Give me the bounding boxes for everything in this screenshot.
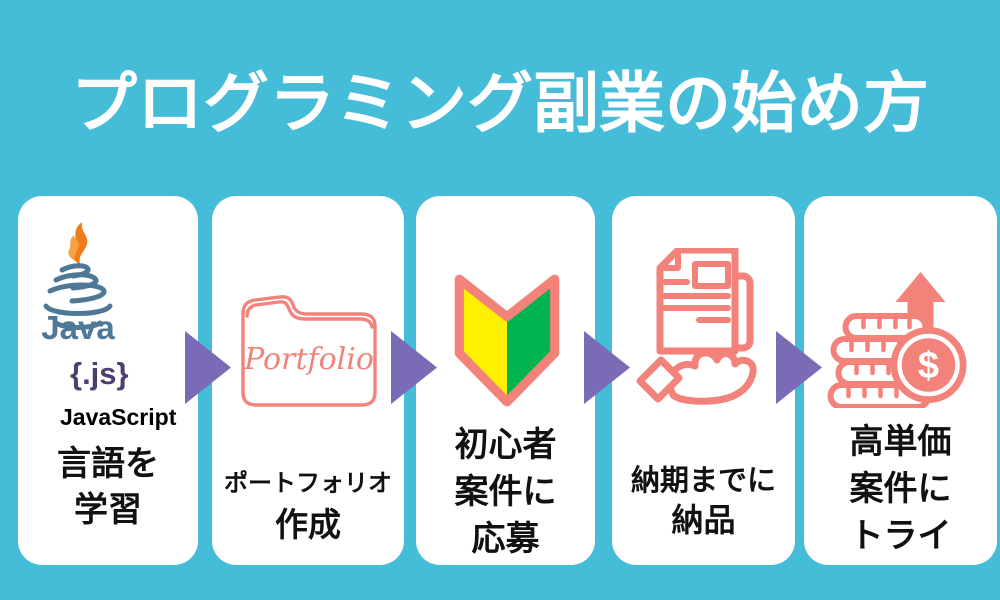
portfolio-folder-label: Portfolio (243, 342, 374, 377)
step-label-line: 納期までに (630, 465, 776, 497)
step-label: 言語を 学習 (18, 441, 198, 533)
step-label-line: 初心者 (454, 426, 557, 464)
step-card-deliver-by-deadline: 納期までに 納品 (612, 196, 795, 565)
hand-document-icon (636, 248, 757, 405)
dollar-symbol: $ (918, 345, 939, 387)
step-card-apply-beginner-jobs: 初心者 案件に 応募 (416, 196, 595, 565)
step-label-line: 納品 (671, 502, 736, 538)
step-label: 初心者 案件に 応募 (416, 422, 595, 563)
step-card-create-portfolio: Portfolio ポートフォリオ 作成 (212, 196, 404, 565)
step-card-learn-language: Java {.js} JavaScript 言語を 学習 (18, 196, 198, 565)
javascript-logo-icon: {.js} (70, 356, 129, 391)
coins-dollar-growth-icon: $ (827, 272, 967, 408)
step-label-line: 学習 (74, 491, 142, 529)
step-label-line: 応募 (471, 520, 540, 558)
beginner-mark-icon (454, 274, 560, 407)
step-label-line: 作成 (275, 506, 341, 543)
java-label: Java (41, 309, 115, 342)
step-card-try-high-price-jobs: $ 高単価 案件に トライ (804, 196, 997, 565)
portfolio-folder-icon: Portfolio (241, 295, 377, 407)
step-label-line: 案件に (454, 473, 557, 511)
java-logo-icon: Java (41, 222, 115, 342)
step-label-line: トライ (849, 517, 952, 555)
step-label-line: ポートフォリオ (224, 470, 392, 497)
step-label-line: 高単価 (849, 423, 952, 461)
step-label-line: 案件に (849, 470, 952, 508)
step-label-line: 言語を (57, 445, 159, 483)
javascript-label: JavaScript (60, 404, 177, 430)
step-label: 高単価 案件に トライ (804, 419, 997, 560)
page-title: プログラミング副業の始め方 (71, 66, 929, 140)
